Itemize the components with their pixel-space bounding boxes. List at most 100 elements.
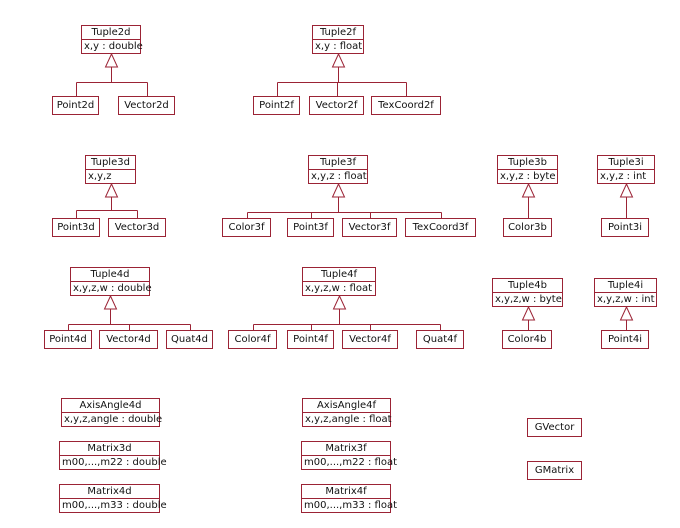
- class-name: Vector4d: [106, 334, 151, 345]
- class-texcoord3f: TexCoord3f: [405, 218, 476, 237]
- class-attr: x,y : float: [315, 41, 363, 52]
- class-attr: x,y,z,w : int: [597, 294, 655, 305]
- class-name: Tuple3i: [598, 156, 654, 170]
- class-name: Point3d: [57, 222, 95, 233]
- inheritance-arrow-tuple3i: [619, 182, 634, 198]
- class-axisangle4f: AxisAngle4f x,y,z,angle : float: [302, 398, 392, 427]
- class-name: Tuple3b: [498, 156, 557, 170]
- class-name: Vector2f: [315, 100, 358, 111]
- class-matrix3f: Matrix3f m00,...,m22 : float: [301, 441, 398, 470]
- class-name: Tuple3f: [309, 156, 367, 170]
- class-name: Color4f: [234, 334, 271, 345]
- class-tuple4f: Tuple4f x,y,z,w : float: [302, 267, 376, 296]
- class-name: TexCoord3f: [412, 222, 469, 233]
- class-name: Point2d: [56, 100, 95, 111]
- class-name: TexCoord2f: [378, 100, 434, 111]
- class-attr: x,y,z,w : byte: [495, 294, 562, 305]
- class-point4f: Point4f: [287, 330, 334, 349]
- class-quat4f: Quat4f: [416, 330, 464, 349]
- class-name: Point4d: [49, 334, 87, 345]
- class-tuple3d: Tuple3d x,y,z: [85, 155, 136, 184]
- class-vector3d: Vector3d: [108, 218, 166, 237]
- class-name: Quat4d: [171, 334, 208, 345]
- class-name: Tuple2f: [313, 26, 363, 40]
- class-name: Vector2d: [124, 100, 169, 111]
- class-point4i: Point4i: [601, 330, 649, 349]
- class-attr: x,y : double: [84, 41, 143, 52]
- class-gvector: GVector: [527, 418, 582, 437]
- class-attr: x,y,z,w : float: [305, 283, 372, 294]
- class-tuple2d: Tuple2d x,y : double: [81, 25, 143, 54]
- class-name: Color3f: [228, 222, 265, 233]
- class-attr: x,y,z,w : double: [73, 283, 152, 294]
- class-vector2f: Vector2f: [309, 96, 364, 115]
- inheritance-arrow-tuple4d: [103, 294, 118, 310]
- class-point3f: Point3f: [287, 218, 334, 237]
- inheritance-arrow-tuple4f: [332, 294, 347, 310]
- class-name: Matrix3f: [302, 442, 390, 456]
- class-vector4d: Vector4d: [99, 330, 158, 349]
- class-point3i: Point3i: [601, 218, 649, 237]
- class-point3d: Point3d: [52, 218, 100, 237]
- class-matrix4f: Matrix4f m00,...,m33 : float: [301, 484, 398, 513]
- class-name: AxisAngle4d: [62, 399, 159, 413]
- class-point2d: Point2d: [52, 96, 99, 115]
- inheritance-arrow-tuple4b: [521, 305, 536, 321]
- class-name: Matrix4d: [60, 485, 159, 499]
- class-attr: m00,...,m33 : double: [62, 500, 167, 511]
- class-attr: x,y,z,angle : float: [305, 414, 392, 425]
- class-attr: x,y,z : int: [600, 171, 647, 182]
- class-name: Vector4f: [349, 334, 391, 345]
- class-name: Matrix4f: [302, 485, 390, 499]
- class-matrix3d: Matrix3d m00,...,m22 : double: [59, 441, 167, 470]
- class-name: Quat4f: [422, 334, 458, 345]
- inheritance-arrow-tuple4i: [619, 305, 634, 321]
- class-attr: m00,...,m22 : double: [62, 457, 167, 468]
- class-name: GVector: [534, 422, 575, 433]
- class-vector4f: Vector4f: [342, 330, 398, 349]
- class-attr: x,y,z : float: [311, 171, 367, 182]
- class-name: Point2f: [259, 100, 294, 111]
- class-attr: x,y,z: [88, 171, 112, 182]
- class-tuple4i: Tuple4i x,y,z,w : int: [594, 278, 657, 307]
- class-name: Tuple4f: [303, 268, 375, 282]
- inheritance-arrow-tuple2d: [104, 52, 119, 68]
- class-name: Color4b: [507, 334, 547, 345]
- class-vector2d: Vector2d: [118, 96, 175, 115]
- class-name: Color3b: [508, 222, 547, 233]
- inheritance-arrow-tuple3f: [331, 182, 346, 198]
- class-name: Point4f: [293, 334, 328, 345]
- class-attr: m00,...,m33 : float: [304, 500, 398, 511]
- class-attr: m00,...,m22 : float: [304, 457, 398, 468]
- inheritance-arrow-tuple3b: [521, 182, 536, 198]
- class-name: Tuple4b: [493, 279, 562, 293]
- class-color3f: Color3f: [222, 218, 271, 237]
- class-matrix4d: Matrix4d m00,...,m33 : double: [59, 484, 167, 513]
- class-point4d: Point4d: [44, 330, 92, 349]
- class-tuple3i: Tuple3i x,y,z : int: [597, 155, 655, 184]
- class-tuple4b: Tuple4b x,y,z,w : byte: [492, 278, 563, 307]
- class-tuple2f: Tuple2f x,y : float: [312, 25, 364, 54]
- class-attr: x,y,z : byte: [500, 171, 556, 182]
- inheritance-arrow-tuple3d: [104, 182, 119, 198]
- class-name: Vector3d: [114, 222, 160, 233]
- class-tuple4d: Tuple4d x,y,z,w : double: [70, 267, 152, 296]
- class-name: Tuple3d: [86, 156, 135, 170]
- class-color4f: Color4f: [228, 330, 277, 349]
- class-name: AxisAngle4f: [303, 399, 390, 413]
- class-color3b: Color3b: [503, 218, 552, 237]
- class-color4b: Color4b: [502, 330, 552, 349]
- class-name: Point3i: [608, 222, 642, 233]
- class-axisangle4d: AxisAngle4d x,y,z,angle : double: [61, 398, 162, 427]
- class-point2f: Point2f: [253, 96, 300, 115]
- class-name: GMatrix: [534, 465, 575, 476]
- class-name: Tuple2d: [82, 26, 140, 40]
- class-vector3f: Vector3f: [342, 218, 397, 237]
- class-texcoord2f: TexCoord2f: [371, 96, 441, 115]
- inheritance-arrow-tuple2f: [331, 52, 346, 68]
- class-name: Vector3f: [348, 222, 391, 233]
- class-quat4d: Quat4d: [166, 330, 213, 349]
- class-name: Point4i: [608, 334, 642, 345]
- class-gmatrix: GMatrix: [527, 461, 582, 480]
